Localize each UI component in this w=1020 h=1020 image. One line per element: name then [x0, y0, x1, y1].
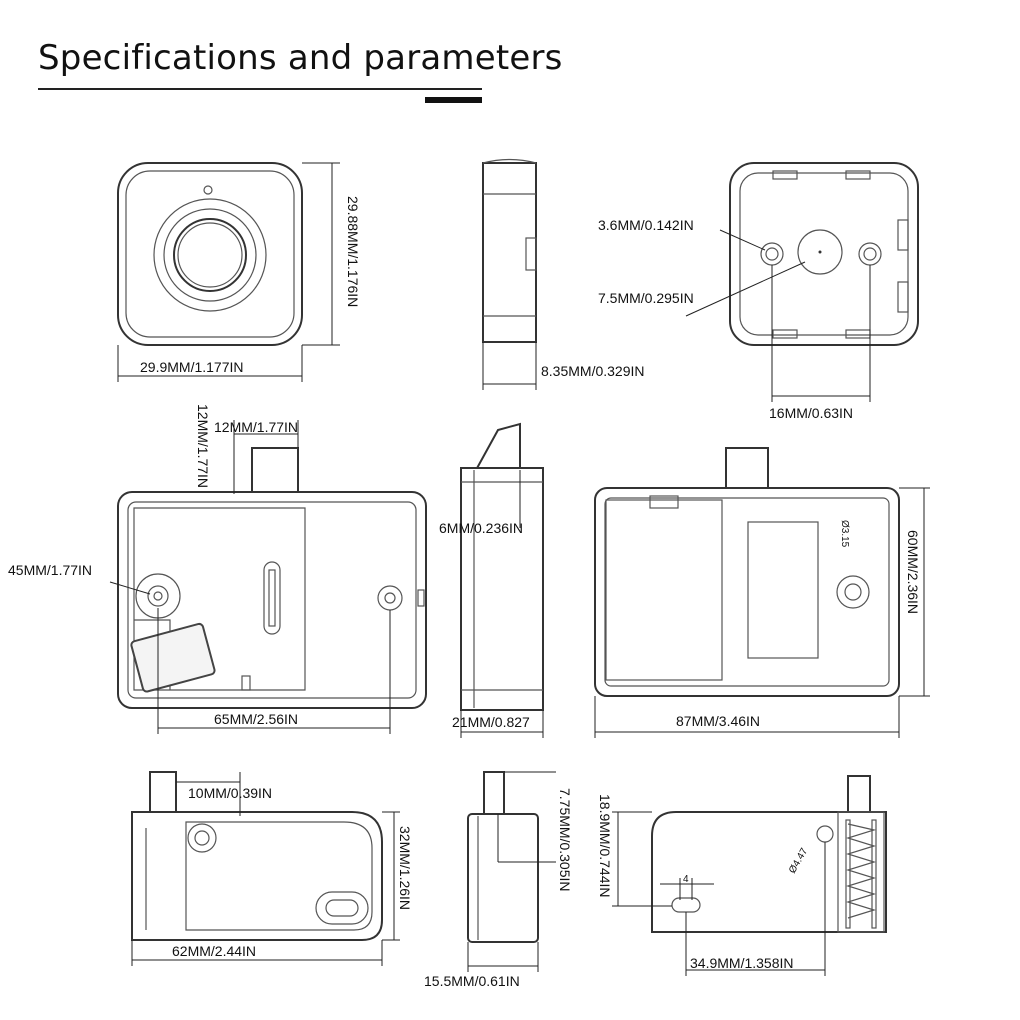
front-width-label: 29.9MM/1.177IN [140, 359, 244, 375]
title-accent-bar [425, 97, 482, 103]
strike-plate-dimension-lines [131, 772, 400, 966]
side-dimension-lines [482, 342, 537, 390]
strike-latch-label: 10MM/0.39IN [188, 785, 272, 801]
strike-plate-side-view [467, 771, 539, 943]
front-height-label: 29.88MM/1.176IN [345, 196, 361, 307]
mounting-plate-dimension-lines [612, 811, 826, 976]
latch-width-label: 12MM/1.77IN [214, 419, 298, 435]
plate-height-label: 18.9MM/0.744IN [597, 794, 613, 898]
latch-offset-label: 6MM/0.236IN [439, 520, 523, 536]
lock-body-side-dimension-lines [460, 470, 544, 738]
back-hole-label: Ø3.15 [839, 520, 850, 548]
front-dimension-lines [117, 162, 340, 382]
plate-width-label: 34.9MM/1.358IN [690, 955, 794, 971]
lock-body-inner-view [117, 447, 427, 709]
lock-back-dimension-lines [594, 487, 930, 738]
side-depth-label: 8.35MM/0.329IN [541, 363, 645, 379]
plate-slot-label: 4 [683, 874, 689, 885]
title-underline [38, 88, 482, 90]
fingerprint-front-view [117, 162, 303, 346]
lock-body-side-view [460, 422, 544, 711]
page-title: Specifications and parameters [38, 38, 563, 78]
strike-width-label: 62MM/2.44IN [172, 943, 256, 959]
body-depth-label: 21MM/0.827 [452, 714, 530, 730]
hole-offset-label: 45MM/1.77IN [8, 562, 92, 578]
fingerprint-side-view [482, 158, 537, 343]
lock-body-back-view [594, 447, 900, 697]
mounting-plate-view [651, 775, 887, 933]
strike-height-label: 32MM/1.26IN [397, 826, 413, 910]
strike-side-height-label: 7.75MM/0.305IN [557, 788, 573, 892]
hole-spacing-label: 16MM/0.63IN [769, 405, 853, 421]
strike-side-dimension-lines [467, 771, 556, 972]
back-height-label: 60MM/2.36IN [905, 530, 921, 614]
body-hole-spacing-label: 65MM/2.56IN [214, 711, 298, 727]
back-width-label: 87MM/3.46IN [676, 713, 760, 729]
small-hole-label: 3.6MM/0.142IN [598, 217, 694, 233]
strike-plate-front-view [131, 771, 383, 941]
center-hole-label: 7.5MM/0.295IN [598, 290, 694, 306]
strike-side-width-label: 15.5MM/0.61IN [424, 973, 520, 989]
latch-height-label: 12MM/1.77IN [195, 404, 211, 488]
back-dimension-lines [685, 229, 871, 402]
fingerprint-back-view [729, 162, 919, 346]
lock-body-dimension-lines [109, 420, 391, 734]
